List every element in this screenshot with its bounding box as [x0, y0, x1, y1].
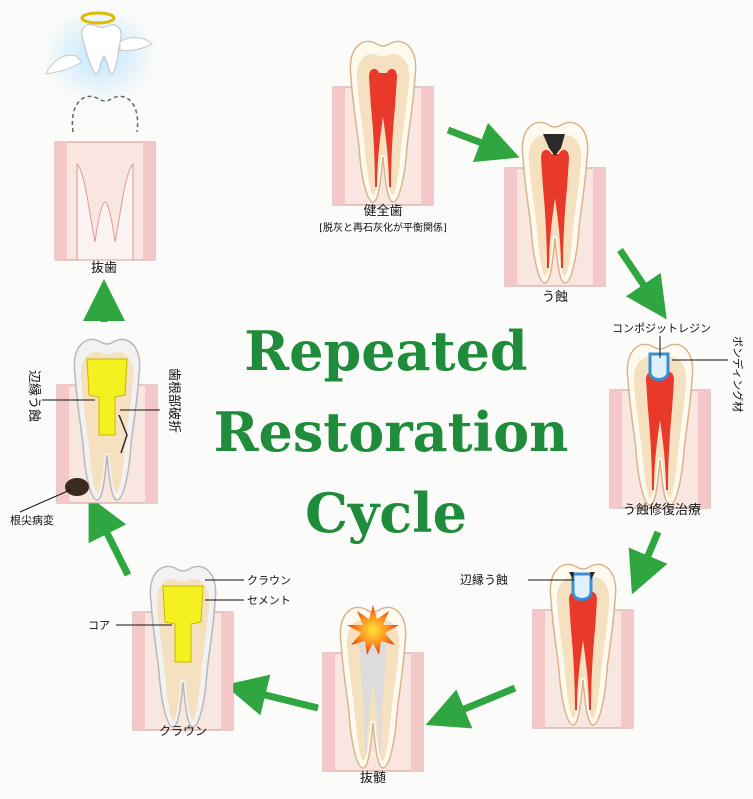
callout-root-fracture: 歯根部破折 [166, 368, 181, 433]
right-wing-icon [119, 37, 153, 52]
stage-healthy [332, 40, 434, 206]
arrow-healthy-to-caries [446, 122, 520, 163]
arrow-caries-to-restoration [617, 248, 667, 320]
marginal-lesion [569, 572, 595, 580]
callout-core: コア [88, 619, 110, 632]
callout-bonding-agent: ボンディング材 [731, 336, 745, 412]
callout-apical-lesion: 根尖病変 [10, 513, 54, 527]
title-line-2: Restoration [214, 400, 569, 464]
resin-filling [648, 352, 670, 381]
stage-caries [504, 121, 606, 287]
stage-restoration [609, 343, 711, 509]
stage-healthy-label: 健全歯 [363, 203, 402, 219]
left-wing-icon [45, 54, 83, 75]
angel-tooth-icon [45, 11, 153, 75]
callout-cement: セメント [247, 594, 291, 607]
halo-ring-icon [80, 11, 116, 25]
apical-lesion [65, 478, 89, 496]
callout-apical-line [19, 489, 71, 513]
root-fracture-line [118, 414, 128, 454]
caries-lesion [543, 134, 565, 156]
stage-healthy-sublabel: [脱灰と再石灰化が平衡関係] [319, 221, 447, 234]
cycle-arrows [83, 122, 668, 729]
stage-restoration-label: う蝕修復治療 [623, 502, 701, 518]
stage-pulp-label: 抜髄 [360, 770, 386, 786]
missing-tooth-outline [71, 95, 139, 133]
stage-failure [56, 338, 158, 504]
stage-pulp-extraction [322, 605, 424, 772]
title-line-1: Repeated [244, 319, 527, 383]
cycle-title: Repeated Restoration Cycle [214, 319, 569, 545]
arrow-marginal-to-pulp [425, 684, 517, 729]
pain-burst-icon [347, 605, 399, 655]
arrow-restoration-to-marginal [628, 530, 668, 595]
stage-marginal-caries [532, 563, 634, 729]
callout-marginal-caries: 辺縁う蝕 [460, 572, 508, 587]
callout-failure-marginal: 辺縁う蝕 [26, 370, 42, 422]
callout-composite-resin: コンポジットレジン [612, 322, 711, 335]
callout-crown: クラウン [247, 574, 291, 587]
stage-crown [132, 565, 234, 731]
stage-caries-label: う蝕 [542, 290, 568, 305]
title-line-3: Cycle [305, 481, 467, 545]
stage-crown-label: クラウン [159, 724, 207, 738]
stage-extraction-label: 抜歯 [91, 260, 117, 276]
crown-core [162, 585, 204, 663]
stage-extraction [54, 95, 156, 261]
arrow-crown-to-failure [88, 496, 132, 577]
arrow-pulp-to-crown [224, 674, 319, 716]
